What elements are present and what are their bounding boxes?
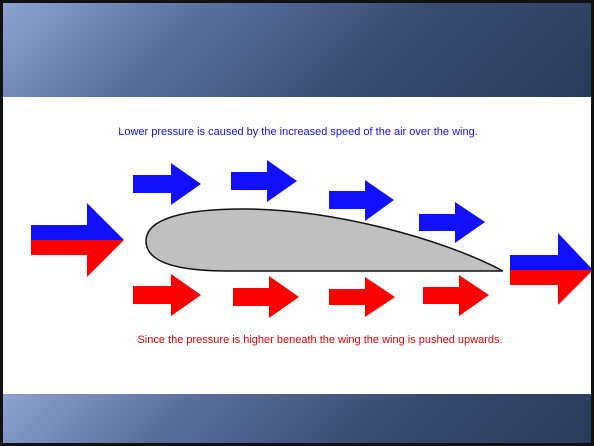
lower-flow-arrow (133, 274, 201, 316)
lower-flow-arrow (233, 276, 299, 318)
slide-footer-band (3, 394, 591, 443)
airfoil-diagram: Lower pressure is caused by the increase… (31, 126, 591, 346)
outflow-arrow (510, 233, 591, 305)
top-caption: Lower pressure is caused by the increase… (118, 126, 478, 138)
lower-flow-arrow (423, 275, 489, 316)
inflow-arrow (31, 203, 124, 277)
lower-flow-arrow (329, 277, 395, 317)
slide-header-band (3, 3, 591, 97)
upper-flow-arrow (329, 180, 394, 221)
upper-flow-arrow (419, 202, 485, 243)
upper-flow-arrow (133, 163, 201, 205)
bottom-caption: Since the pressure is higher beneath the… (137, 334, 502, 346)
upper-flow-arrow (231, 160, 297, 202)
airfoil (145, 208, 504, 272)
